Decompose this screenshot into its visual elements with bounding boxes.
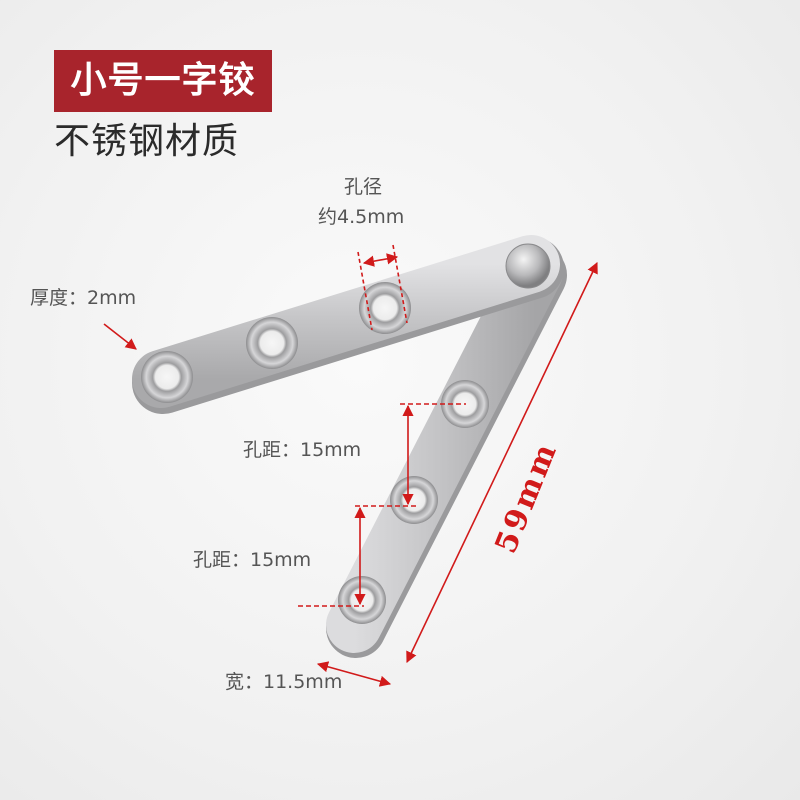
material-subtitle: 不锈钢材质 <box>54 121 240 162</box>
width-label: 宽：11.5mm <box>225 671 343 693</box>
hole-upper-2 <box>246 317 298 369</box>
dimension-marks <box>103 244 598 687</box>
hole-spacing-label-1: 孔距：15mm <box>243 439 362 461</box>
hole-lower-2 <box>390 476 438 524</box>
hole-diameter-label-line1: 孔径 <box>344 176 383 198</box>
hole-upper-3 <box>359 282 411 334</box>
hole-upper-1 <box>141 351 193 403</box>
hole-diameter-label-line2: 约4.5mm <box>318 206 405 228</box>
hinge-pin <box>505 243 551 289</box>
product-title-badge: 小号一字铰 <box>54 50 272 112</box>
hole-lower-3 <box>338 576 386 624</box>
thickness-label: 厚度：2mm <box>30 287 137 309</box>
hole-spacing-label-2: 孔距：15mm <box>193 549 312 571</box>
